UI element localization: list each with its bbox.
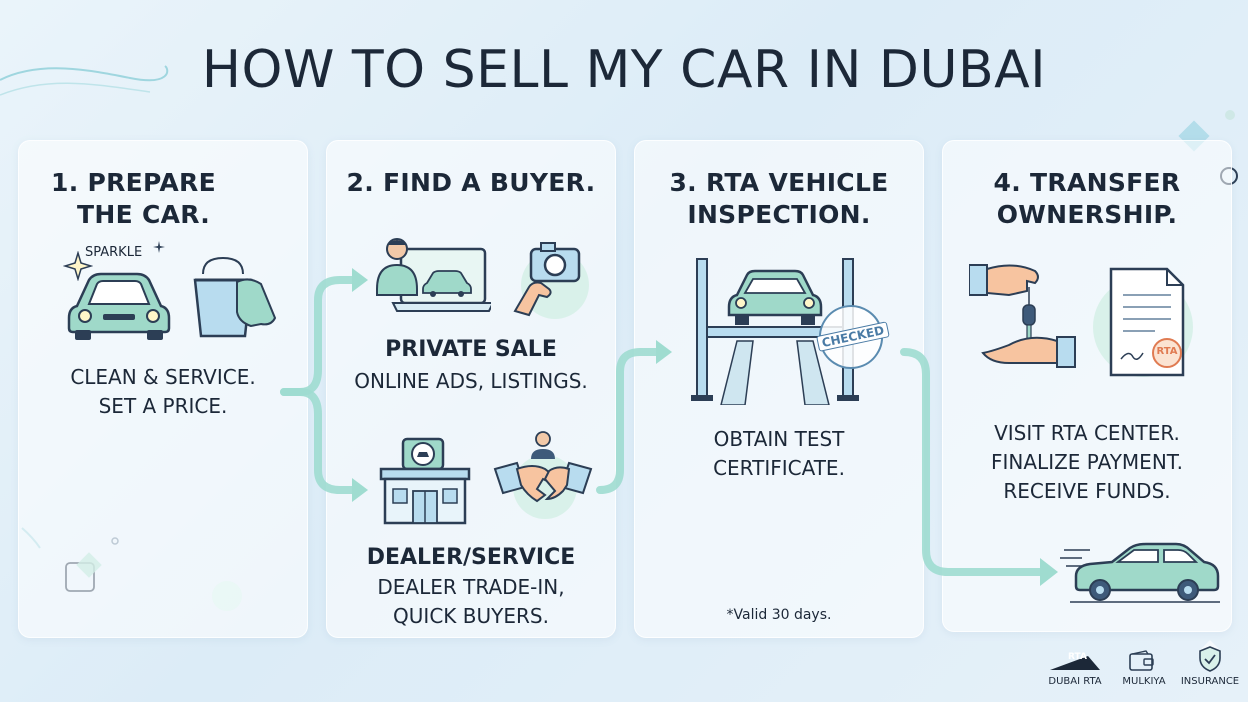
page-title: HOW TO SELL MY CAR IN DUBAI xyxy=(201,40,1047,100)
rta-logo-icon xyxy=(1050,656,1100,670)
document-stamp-label: RTA xyxy=(1156,346,1178,357)
dealer-desc-line2: QUICK BUYERS. xyxy=(393,604,549,628)
private-sale-title: PRIVATE SALE xyxy=(385,337,557,362)
shield-check-icon xyxy=(1199,646,1221,672)
validity-note: *Valid 30 days. xyxy=(726,607,832,623)
step-4-title-line1: 4. TRANSFER xyxy=(993,168,1181,197)
footer-badges: RTA DUBAI RTA MULKIYA INSURANCE xyxy=(1040,646,1244,696)
private-sale-description: ONLINE ADS, LISTINGS. xyxy=(354,369,588,393)
step-4-desc-line1: VISIT RTA CENTER. xyxy=(994,421,1180,445)
badge-mulkiya: MULKIYA xyxy=(1114,646,1174,696)
laptop-user-icon xyxy=(376,238,491,312)
bucket-icon xyxy=(193,256,277,338)
step-3-title-line1: 3. RTA VEHICLE xyxy=(669,168,889,197)
step-3-desc-line2: CERTIFICATE. xyxy=(713,456,845,480)
badge-insurance-label: INSURANCE xyxy=(1180,676,1240,687)
step-2-title: 2. FIND A BUYER. xyxy=(346,168,596,197)
step-1-desc-line2: SET A PRICE. xyxy=(98,394,228,418)
step-1-title: 1. PREPARE THE CAR. xyxy=(19,167,307,231)
step-3-title-line2: INSPECTION. xyxy=(687,200,871,229)
badge-insurance: INSURANCE xyxy=(1174,646,1244,696)
sparkle-icon xyxy=(63,251,93,281)
ownership-document-icon xyxy=(1093,267,1193,377)
departing-car-icon xyxy=(1060,542,1220,603)
step-4-desc-line3: RECEIVE FUNDS. xyxy=(1003,479,1171,503)
step-1-card: 1. PREPARE THE CAR. SPARKLE CLEAN & SERV… xyxy=(18,140,308,638)
step-4-title-line2: OWNERSHIP. xyxy=(996,200,1178,229)
small-sparkle-icon xyxy=(153,241,165,253)
dealer-service-description: DEALER TRADE-IN, QUICK BUYERS. xyxy=(327,573,615,631)
key-handover-icon xyxy=(969,264,1076,368)
step-1-description: CLEAN & SERVICE. SET A PRICE. xyxy=(19,363,307,421)
step-3-desc-line1: OBTAIN TEST xyxy=(713,427,845,451)
wallet-icon xyxy=(1129,650,1154,671)
rta-logo-text: RTA xyxy=(1068,652,1087,662)
badge-dubai-rta: RTA DUBAI RTA xyxy=(1040,646,1110,696)
step-3-description: OBTAIN TEST CERTIFICATE. xyxy=(635,425,923,483)
step-3-title: 3. RTA VEHICLE INSPECTION. xyxy=(635,167,923,231)
badge-dubai-rta-label: DUBAI RTA xyxy=(1048,676,1102,687)
sparkle-label: SPARKLE xyxy=(85,245,143,260)
step-1-title-line1: 1. PREPARE xyxy=(51,168,216,197)
step-3-card: 3. RTA VEHICLE INSPECTION. CHECKED OBTAI… xyxy=(634,140,924,638)
camera-hand-icon xyxy=(513,242,589,319)
dealer-desc-line1: DEALER TRADE-IN, xyxy=(377,575,565,599)
badge-mulkiya-label: MULKIYA xyxy=(1122,676,1166,687)
step-4-description: VISIT RTA CENTER. FINALIZE PAYMENT. RECE… xyxy=(943,419,1231,506)
handshake-icon xyxy=(493,431,593,519)
step-1-title-line2: THE CAR. xyxy=(77,200,211,229)
step-2-card: 2. FIND A BUYER. PRIVATE SALE ONLINE ADS… xyxy=(326,140,616,638)
dealer-service-title: DEALER/SERVICE xyxy=(366,545,576,570)
step-4-title: 4. TRANSFER OWNERSHIP. xyxy=(943,167,1231,231)
dealership-icon xyxy=(379,437,471,525)
clean-car-icon xyxy=(67,272,171,340)
step-1-desc-line1: CLEAN & SERVICE. xyxy=(70,365,256,389)
step-4-desc-line2: FINALIZE PAYMENT. xyxy=(991,450,1183,474)
